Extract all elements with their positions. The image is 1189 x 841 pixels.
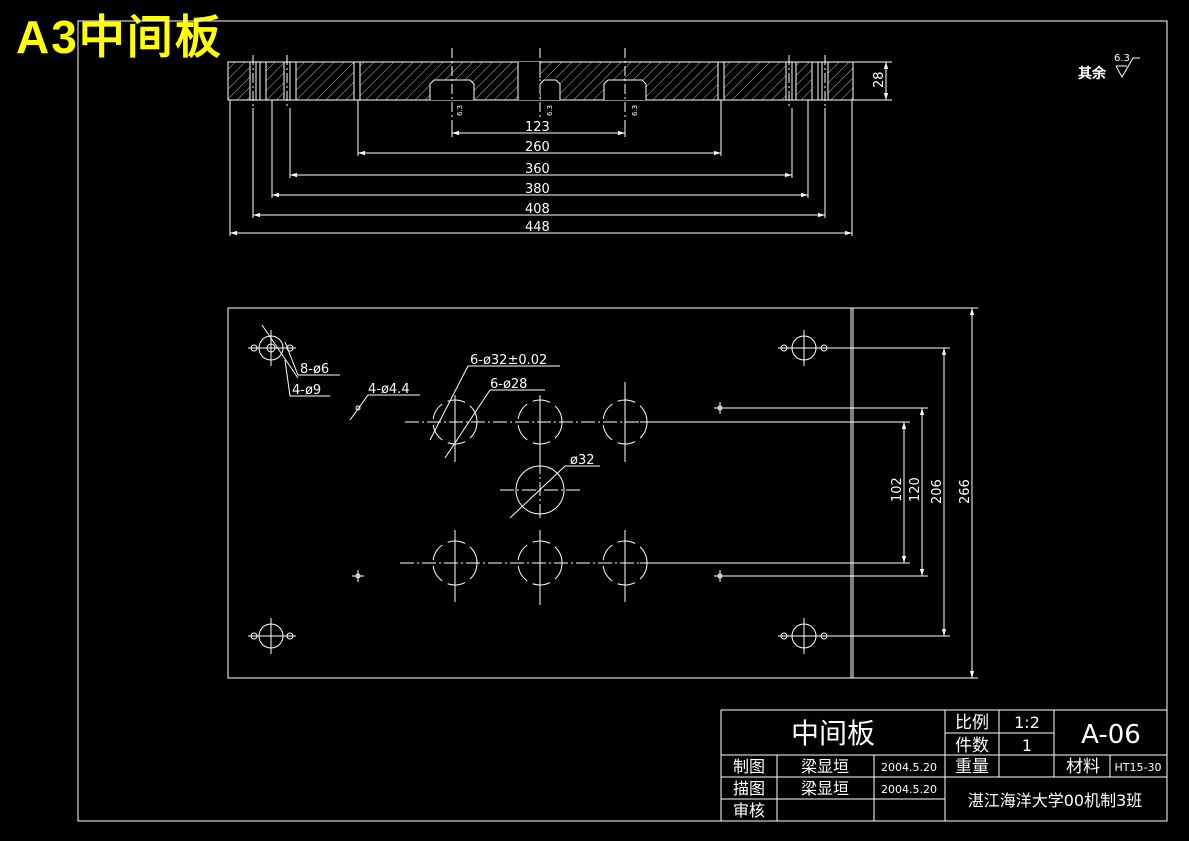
dim-266: 266 (958, 479, 973, 504)
plan-dimension-labels: 102 120 206 266 (890, 477, 973, 504)
roughness-symbol (1115, 57, 1140, 79)
callout-center-bore: ø32 (570, 453, 595, 468)
plan-callouts: 8-ø6 4-ø9 4-ø4.4 6-ø32±0.02 6-ø28 ø32 (292, 353, 595, 468)
callout-bore-tolerance: 6-ø32±0.02 (470, 353, 547, 368)
section-dimension-labels: 123 260 360 380 408 448 (525, 120, 550, 235)
section-dimensions (229, 100, 853, 236)
callout-counterbore: 4-ø9 (292, 383, 321, 398)
dim-123: 123 (525, 120, 550, 135)
dim-360: 360 (525, 162, 550, 177)
thickness-dimension (853, 61, 892, 101)
plan-dimensions (640, 307, 978, 679)
qty-value: 1 (1022, 736, 1032, 755)
traced-label: 描图 (733, 779, 765, 798)
dim-448: 448 (525, 220, 550, 235)
drawing-number: A-06 (1081, 720, 1141, 750)
pocket-roughness-1: 6.3 (456, 105, 464, 116)
traced-by: 梁显垣 (801, 779, 849, 798)
scale-value: 1:2 (1014, 713, 1040, 732)
drawn-by: 梁显垣 (801, 757, 849, 776)
dim-206: 206 (930, 479, 945, 504)
traced-date: 2004.5.20 (881, 783, 937, 796)
corner-holes (248, 330, 830, 654)
roughness-label: 其余 (1078, 65, 1107, 82)
roughness-value: 6.3 (1114, 53, 1130, 64)
section-view (227, 48, 854, 120)
dim-408: 408 (525, 202, 550, 217)
title-block (720, 709, 1168, 822)
small-holes (352, 402, 726, 582)
thickness-label: 28 (872, 71, 887, 88)
material-label: 材料 (1066, 757, 1100, 777)
callout-pin-holes: 8-ø6 (300, 362, 329, 377)
callout-bore: 6-ø28 (490, 377, 527, 392)
title-block-text: 中间板 比例 1:2 件数 1 A-06 制图 梁显垣 2004.5.20 描图… (733, 713, 1161, 820)
drawn-date: 2004.5.20 (881, 761, 937, 774)
dim-120: 120 (908, 477, 923, 502)
drawn-label: 制图 (733, 757, 765, 776)
pocket-roughness-2: 6.3 (546, 105, 554, 116)
sheet-label: A3中间板 (16, 11, 223, 63)
dim-380: 380 (525, 182, 550, 197)
dim-102: 102 (890, 477, 905, 502)
drawing-frame (77, 20, 1168, 822)
part-name: 中间板 (791, 717, 875, 750)
local-roughness-marks: 6.3 6.3 6.3 (456, 105, 639, 116)
callout-small-holes: 4-ø4.4 (368, 382, 410, 397)
lower-bores (400, 530, 900, 605)
scale-label: 比例 (955, 713, 989, 733)
dim-260: 260 (525, 140, 550, 155)
leader-lines (261, 324, 600, 519)
review-label: 审核 (733, 801, 765, 820)
qty-label: 件数 (955, 736, 989, 756)
pocket-roughness-3: 6.3 (631, 105, 639, 116)
material-value: HT15-30 (1115, 761, 1162, 774)
plan-view (227, 307, 920, 679)
weight-label: 重量 (955, 757, 989, 777)
organization: 湛江海洋大学00机制3班 (968, 791, 1143, 810)
